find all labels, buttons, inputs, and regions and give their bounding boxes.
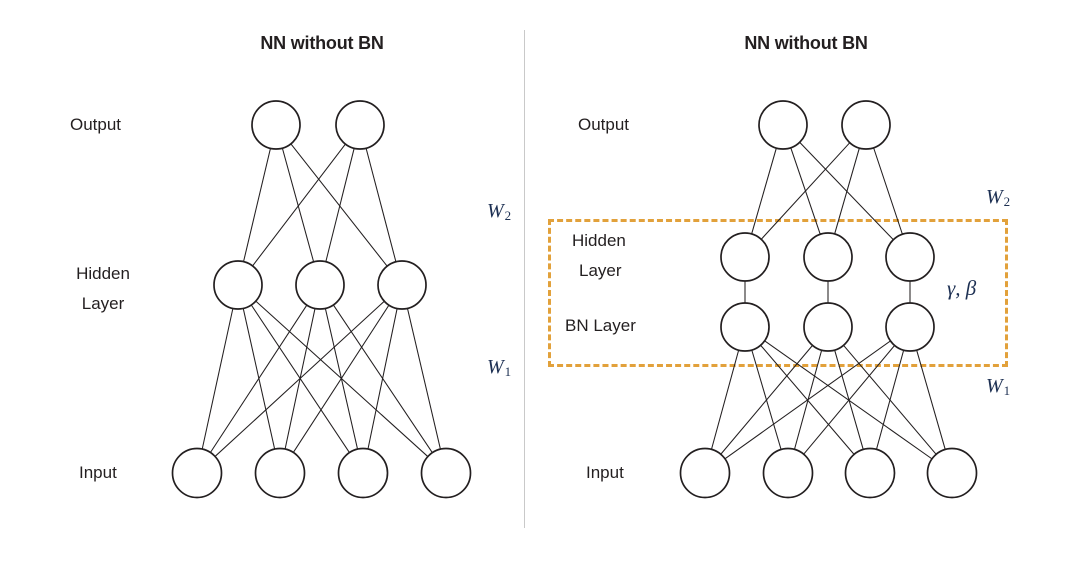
network-edge [284, 308, 316, 450]
network-edge [325, 148, 355, 262]
network-edge [252, 143, 346, 267]
w2-right-symbol: W [986, 186, 1003, 208]
network-edge [332, 304, 433, 453]
w1-left-symbol: W [487, 356, 504, 378]
network-edge [250, 304, 350, 453]
left-label-hidden-line2: Layer [81, 294, 125, 313]
network-edge [243, 148, 271, 262]
left-input-node-4 [420, 447, 472, 499]
network-edge [367, 308, 398, 450]
left-label-output: Output [70, 115, 122, 134]
right-input-node-3 [844, 447, 896, 499]
right-output-node-2 [841, 100, 891, 150]
left-output-node-2 [335, 100, 385, 150]
network-edge [242, 308, 276, 450]
panel-title-right: NN without BN [744, 33, 868, 53]
network-edge [201, 308, 234, 450]
right-input-node-2 [762, 447, 814, 499]
w1-right-subscript: 1 [1003, 383, 1011, 398]
right-input-node-4 [926, 447, 978, 499]
panel-divider [524, 30, 525, 528]
network-edge [290, 143, 388, 267]
left-input-node-3 [337, 447, 389, 499]
left-input-node-1 [171, 447, 223, 499]
network-edge [281, 148, 315, 262]
weight-label-w2-left: W2 [487, 200, 512, 223]
network-edge [255, 300, 429, 457]
weight-label-w1-left: W1 [487, 356, 512, 379]
right-input-node-1 [679, 447, 731, 499]
left-hidden-node-2 [295, 260, 345, 310]
w2-right-subscript: 2 [1003, 194, 1011, 209]
network-edge [324, 308, 359, 450]
left-label-hidden-line1: Hidden [76, 264, 130, 283]
right-output-node-1 [758, 100, 808, 150]
network-edge [292, 304, 390, 453]
network-edge [214, 300, 385, 457]
right-label-hidden-line2: Layer [579, 261, 622, 280]
weight-label-w1-right: W1 [986, 375, 1011, 398]
bn-params-label: γ, β [947, 276, 977, 300]
left-hidden-node-3 [377, 260, 427, 310]
w1-right-symbol: W [986, 375, 1003, 397]
left-input-node-2 [254, 447, 306, 499]
right-label-hidden-line1: Hidden [572, 231, 626, 250]
left-label-input: Input [79, 463, 117, 482]
w2-left-symbol: W [487, 200, 504, 222]
w2-left-subscript: 2 [504, 208, 512, 223]
right-label-input: Input [586, 463, 624, 482]
left-hidden-node-1 [213, 260, 263, 310]
panel-title-left: NN without BN [260, 33, 384, 53]
w1-left-subscript: 1 [504, 364, 512, 379]
network-edge [209, 304, 308, 453]
network-edge [406, 308, 441, 450]
network-edge [365, 148, 397, 262]
right-label-bn: BN Layer [565, 316, 636, 335]
left-output-node-1 [251, 100, 301, 150]
weight-label-w2-right: W2 [986, 186, 1011, 209]
right-label-output: Output [578, 115, 630, 134]
